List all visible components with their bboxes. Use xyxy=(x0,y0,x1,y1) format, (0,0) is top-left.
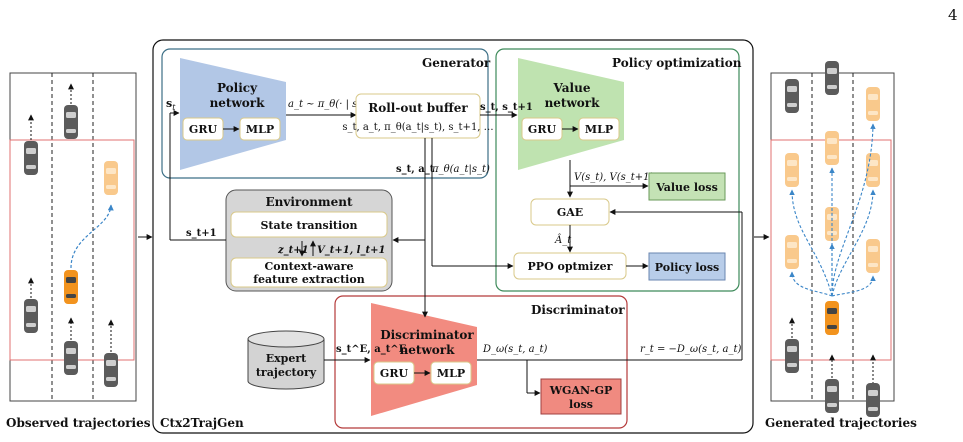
policy-mlp-box xyxy=(239,117,281,141)
policy-mlp-label: MLP xyxy=(246,123,274,136)
discriminator-output-label: D_ω(s_t, a_t) xyxy=(482,344,548,355)
policy-gru-label: GRU xyxy=(189,123,218,136)
ghost-car-icon xyxy=(866,87,880,121)
observed-trajectories-caption: Observed trajectories xyxy=(6,416,151,430)
discriminator-network-title: Discriminator xyxy=(380,328,474,342)
policy-optimization-title: Policy optimization xyxy=(612,56,742,70)
policy-loss-box xyxy=(648,252,726,281)
ghost-car-icon xyxy=(866,239,880,273)
value-network-title: Value xyxy=(553,81,591,95)
rollout-buffer-contents: s_t, a_t, π_θ(a_t|s_t), s_t+1, … xyxy=(342,122,493,133)
discriminator-mlp-box xyxy=(430,361,472,385)
discriminator-gru-label: GRU xyxy=(380,367,409,380)
car-icon xyxy=(24,114,38,175)
policy-optimization-group: Policy optimization Value network GRU ML… xyxy=(480,48,742,292)
ghost-car-icon xyxy=(825,131,839,165)
value-loss-box xyxy=(648,172,726,201)
policy-prob-label: π_θ(a_t|s_t) xyxy=(431,164,490,175)
wgan-gp-loss-label: loss xyxy=(569,398,593,411)
generator-group: Generator Policy network GRU MLP st a_t … xyxy=(161,48,494,179)
value-loss-label: Value loss xyxy=(655,181,718,194)
car-icon xyxy=(785,317,799,373)
z-label: z_t+1 xyxy=(277,245,309,256)
car-icon xyxy=(104,319,118,387)
discriminator-group: Discriminator Discriminator network GRU … xyxy=(247,295,742,429)
car-icon xyxy=(24,277,38,333)
generated-trajectories-panel: Generated trajectories xyxy=(765,61,917,430)
generated-trajectories-caption: Generated trajectories xyxy=(765,416,917,430)
policy-loss-label: Policy loss xyxy=(655,261,720,274)
ghost-car-icon xyxy=(104,161,118,195)
expert-input-label: s_t^E, a_t^E xyxy=(336,344,407,355)
action-sample-label: a_t ~ π_θ(· | s_t) xyxy=(288,99,370,110)
car-icon xyxy=(785,79,799,113)
ghost-car-icon xyxy=(785,153,799,187)
policy-network-title: network xyxy=(210,96,266,110)
generator-title: Generator xyxy=(422,56,491,70)
observed-trajectories-panel: Observed trajectories xyxy=(6,72,151,430)
feature-extraction-label: feature extraction xyxy=(253,273,364,286)
ctx2trajgen-caption: Ctx2TrajGen xyxy=(160,416,244,430)
car-icon xyxy=(64,317,78,375)
reward-label: r_t = −D_ω(s_t, a_t) xyxy=(640,344,741,355)
page-number: 4 xyxy=(948,6,958,24)
environment-title: Environment xyxy=(265,195,353,209)
value-output-label: V(s_t), V(s_t+1) xyxy=(574,172,654,183)
wgan-gp-loss-label: WGAN-GP xyxy=(549,384,613,397)
discriminator-title: Discriminator xyxy=(531,303,625,317)
vl-label: V_t+1, l_t+1 xyxy=(317,245,385,256)
rollout-buffer-box xyxy=(355,93,481,139)
expert-trajectory-icon: Expert trajectory xyxy=(247,330,325,390)
value-mlp-label: MLP xyxy=(585,123,613,136)
advantage-label: Â_t xyxy=(554,234,572,246)
expert-trajectory-label: trajectory xyxy=(256,366,317,379)
gae-label: GAE xyxy=(557,206,583,219)
ctx2trajgen-frame xyxy=(152,39,754,434)
discriminator-network-shape xyxy=(371,303,477,416)
feature-extraction-label: Context-aware xyxy=(265,260,354,273)
car-icon xyxy=(64,83,78,139)
ego-car-icon xyxy=(789,123,876,335)
environment-group: Environment State transition z_t+1 V_t+1… xyxy=(225,189,393,292)
state-transition-box xyxy=(230,211,388,238)
discriminator-mlp-label: MLP xyxy=(437,367,465,380)
next-state-label: s_t+1 xyxy=(186,228,217,239)
car-icon xyxy=(825,354,839,413)
policy-network-title: Policy xyxy=(217,81,258,95)
car-icon xyxy=(866,354,880,417)
policy-network-shape xyxy=(180,58,286,170)
value-gru-label: GRU xyxy=(528,123,557,136)
feature-extraction-box xyxy=(230,257,388,288)
policy-input-label: st xyxy=(166,97,176,112)
discriminator-network-title: network xyxy=(400,343,456,357)
value-network-title: network xyxy=(545,96,601,110)
value-input-label: s_t, s_t+1 xyxy=(480,102,533,113)
ppo-optimizer-label: PPO optmizer xyxy=(528,260,613,273)
ego-car-icon xyxy=(64,204,114,304)
value-network-shape xyxy=(518,58,624,170)
car-icon xyxy=(825,61,839,95)
state-transition-label: State transition xyxy=(260,219,357,232)
state-action-label: s_t, a_t xyxy=(396,164,435,175)
ghost-car-icon xyxy=(785,235,799,269)
expert-trajectory-label: Expert xyxy=(266,352,307,365)
value-mlp-box xyxy=(578,117,620,141)
wgan-gp-loss-box xyxy=(540,378,622,415)
rollout-buffer-title: Roll-out buffer xyxy=(368,101,468,115)
